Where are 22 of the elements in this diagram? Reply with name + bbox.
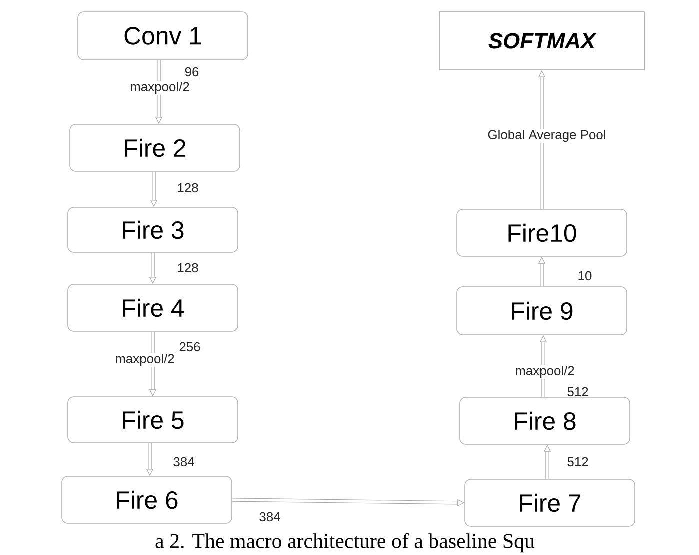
layer-box: Fire 6 bbox=[62, 476, 232, 524]
edge-label: 384 bbox=[172, 456, 196, 468]
layer-box: Fire 7 bbox=[464, 479, 636, 527]
edge-label: 128 bbox=[176, 262, 200, 274]
edge-label: Global Average Pool bbox=[486, 128, 608, 144]
layer-box: Fire10 bbox=[456, 209, 628, 257]
caption: a 2. The macro architecture of a baseline Squ bbox=[156, 533, 535, 553]
edge-label: 10 bbox=[576, 270, 594, 282]
edge-label: 512 bbox=[566, 456, 590, 468]
output-box: SOFTMAX bbox=[439, 12, 645, 70]
layer-box: Fire 9 bbox=[456, 286, 628, 336]
layer-box: Fire 8 bbox=[460, 397, 630, 445]
edge-label: 384 bbox=[258, 511, 282, 523]
edge-label: maxpool/2 bbox=[114, 352, 176, 368]
edge-label: 128 bbox=[176, 182, 200, 194]
edge-label: maxpool/2 bbox=[514, 364, 576, 380]
layer-box: Fire 3 bbox=[68, 207, 238, 253]
layer-box: Conv 1 bbox=[78, 12, 248, 60]
layer-box: Fire 2 bbox=[70, 124, 240, 172]
layer-box: Fire 5 bbox=[68, 396, 238, 444]
layer-box: Fire 4 bbox=[68, 284, 238, 332]
edge-label: maxpool/2 bbox=[129, 80, 191, 96]
